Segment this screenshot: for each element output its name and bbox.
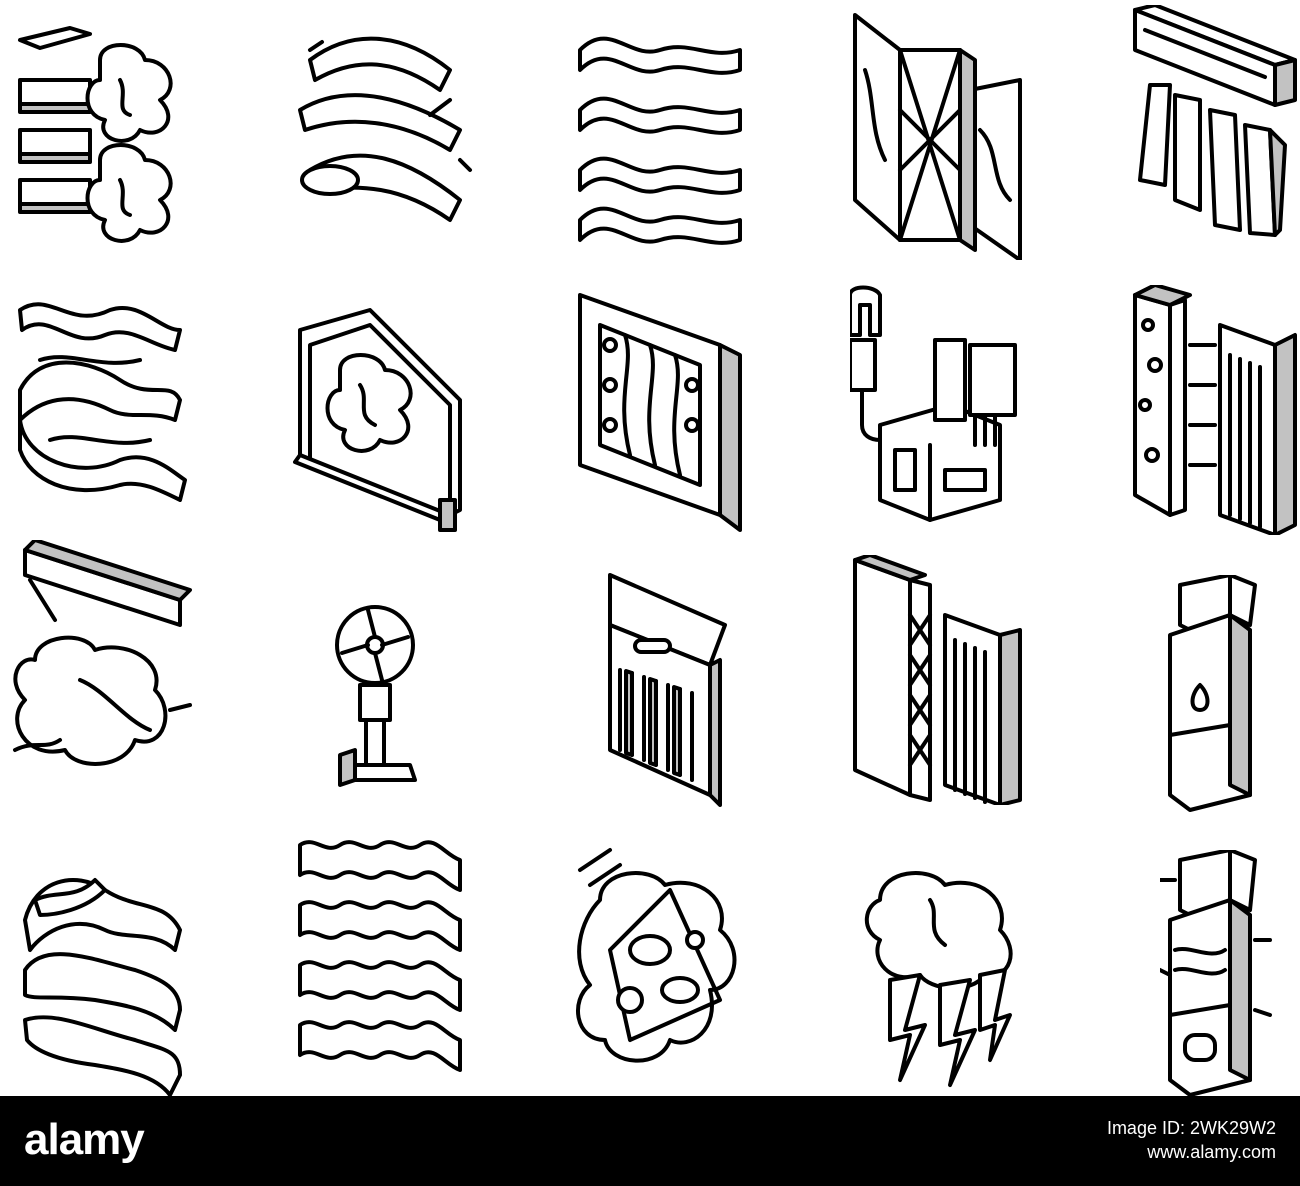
dust-wind-icon: [290, 20, 480, 270]
ceiling-cloud-icon: [5, 540, 195, 790]
corrugated-layers-icon: [295, 835, 485, 1085]
image-id-label: Image ID: 2WK29W2: [1106, 1118, 1276, 1138]
standing-fan-icon: [300, 585, 490, 835]
air-conditioner-icon: [1130, 5, 1300, 255]
brand-logo: alamy: [24, 1115, 145, 1164]
tagged-filter-bag-icon: [1160, 850, 1300, 1100]
dust-particle-icon: [570, 840, 760, 1090]
watermark-footer: alamy Image ID: 2WK29W2 www.alamy.com: [0, 1096, 1300, 1186]
storm-cloud-icon: [850, 860, 1040, 1110]
swirl-stack-icon: [15, 860, 205, 1110]
wave-stack-icon: [10, 290, 200, 540]
water-filter-bag-icon: [1160, 575, 1300, 825]
cross-filter-icon: [850, 10, 1040, 260]
pipe-machine-icon: [850, 285, 1040, 535]
wall-cloud-icon: [10, 20, 200, 270]
icon-set-sheet: [5, 5, 1300, 1097]
panel-filter-icon: [570, 285, 760, 535]
site-url: www.alamy.com: [1147, 1142, 1276, 1162]
tall-filter-icon: [850, 555, 1040, 805]
image-reference: Image ID: 2WK29W2 www.alamy.com: [1107, 1116, 1276, 1164]
house-cloud-icon: [290, 290, 480, 540]
pleated-filter-icon: [580, 565, 770, 815]
dotted-filter-icon: [1130, 285, 1300, 535]
wave-layers-icon: [570, 20, 760, 270]
